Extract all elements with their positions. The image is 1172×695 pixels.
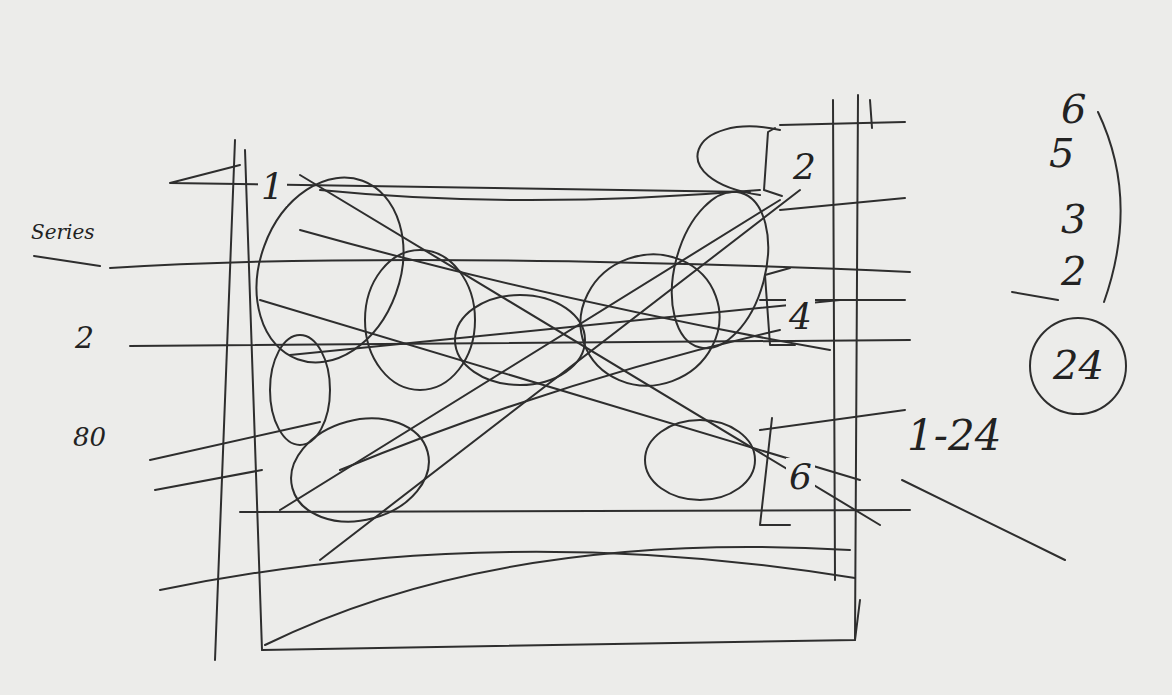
sketch-loop (279, 404, 440, 537)
sketch-loop (455, 295, 585, 385)
underline (902, 480, 1065, 560)
sketch-line (150, 422, 320, 490)
sketch-loop (232, 157, 429, 383)
circle-mark (1030, 318, 1126, 414)
range-label: 1-24 (904, 414, 1004, 458)
series-label: Series (28, 222, 98, 243)
sketch-line (265, 547, 850, 645)
sketch-line (160, 552, 855, 590)
sketch-line (300, 230, 830, 350)
underline (34, 256, 100, 266)
sketch-loop (270, 335, 330, 445)
sketch-line (760, 122, 905, 430)
sketch-line (340, 330, 780, 470)
column-number: 6 (1058, 88, 1089, 130)
side-number: 2 (72, 322, 97, 354)
sketch-line (300, 175, 880, 525)
sketch-line (110, 260, 910, 272)
circled-number: 24 (1050, 344, 1107, 386)
frame-line (170, 165, 750, 192)
sketch-loop (365, 250, 475, 390)
callout-number: 2 (790, 148, 819, 186)
callout-number: 4 (786, 298, 815, 336)
column-number: 2 (1058, 250, 1089, 292)
sketch-line (260, 300, 860, 480)
side-number: 80 (70, 424, 109, 451)
callout-number: 6 (786, 458, 815, 496)
sketch-line (280, 200, 780, 510)
frame-line (215, 140, 262, 660)
bracket (764, 128, 782, 196)
sketch-line (320, 190, 800, 560)
sketch-loop (562, 235, 738, 405)
callout-number: 1 (258, 168, 287, 206)
sketch-loop (645, 420, 755, 500)
sketch-loop (656, 181, 784, 359)
frame-line (833, 95, 872, 640)
column-number: 3 (1058, 198, 1089, 240)
sketch-line (240, 510, 910, 512)
column-number: 5 (1046, 132, 1077, 174)
bracket (1012, 112, 1121, 302)
